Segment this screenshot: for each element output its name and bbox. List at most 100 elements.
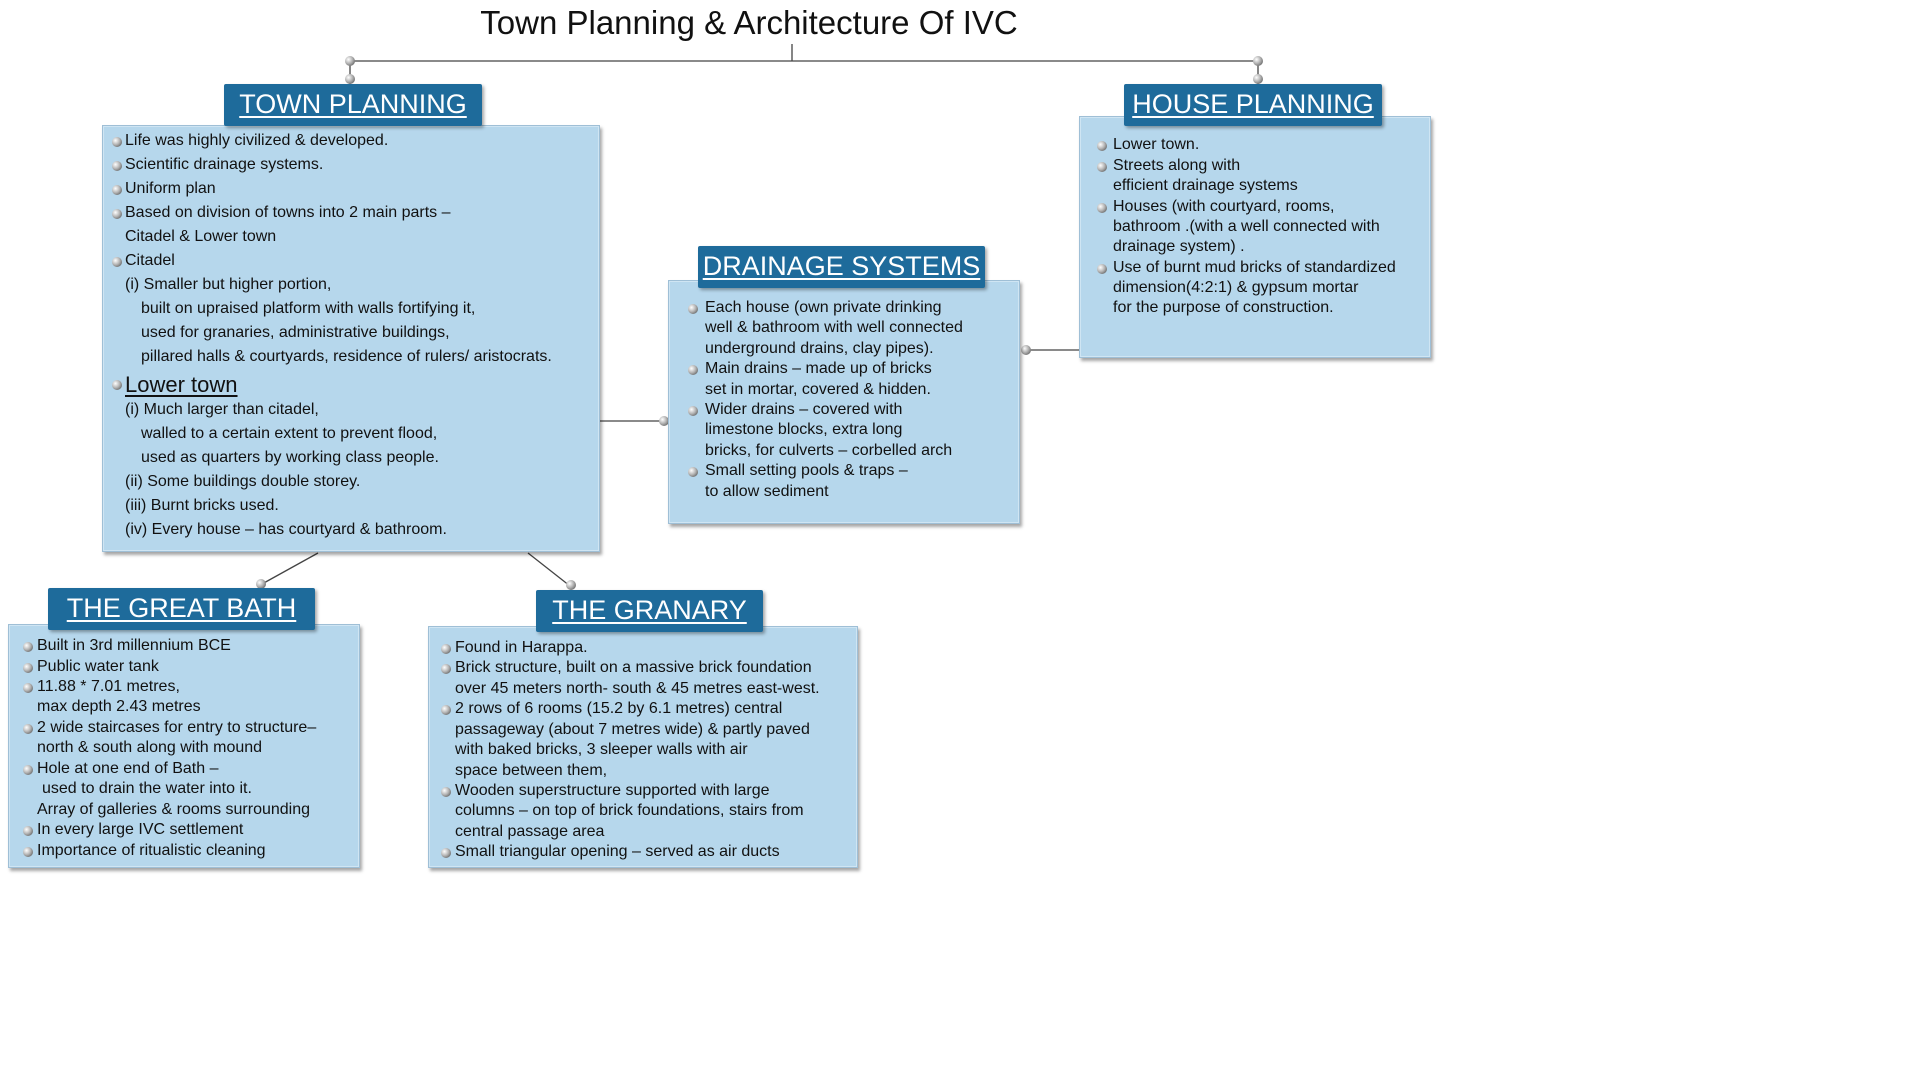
connector-knob (1253, 56, 1263, 66)
granary-line: Found in Harappa. (455, 639, 588, 656)
house-planning-line: Lower town. (1113, 136, 1200, 153)
bullet-icon (441, 705, 451, 715)
granary-line: Brick structure, built on a massive bric… (455, 659, 812, 676)
bullet-icon (23, 663, 33, 673)
house-planning-line: bathroom .(with a well connected with (1113, 218, 1380, 235)
town-planning-heading: TOWN PLANNING (224, 84, 482, 126)
town-planning-line: used for granaries, administrative build… (141, 324, 450, 341)
connector-knob (1253, 74, 1263, 84)
town-planning-line: Uniform plan (125, 180, 216, 197)
drainage-line: to allow sediment (705, 483, 829, 500)
bullet-icon (23, 683, 33, 693)
connector-knob (1021, 345, 1031, 355)
great-bath-line: Built in 3rd millennium BCE (37, 637, 231, 654)
town-planning-line: (i) Smaller but higher portion, (125, 276, 332, 293)
town-planning-line: (iii) Burnt bricks used. (125, 497, 279, 514)
great-bath-line: Importance of ritualistic cleaning (37, 842, 266, 859)
granary-line: Small triangular opening – served as air… (455, 843, 780, 860)
drainage-systems-box: Each house (own private drinking well & … (668, 280, 1020, 524)
bullet-icon (23, 724, 33, 734)
house-planning-line: for the purpose of construction. (1113, 299, 1334, 316)
house-planning-line: Houses (with courtyard, rooms, (1113, 198, 1335, 215)
house-planning-line: Use of burnt mud bricks of standardized (1113, 259, 1396, 276)
bullet-icon (112, 161, 122, 171)
town-planning-subheading: Lower town (125, 372, 238, 397)
bullet-icon (688, 406, 698, 416)
drainage-line: limestone blocks, extra long (705, 421, 903, 438)
drainage-line: well & bathroom with well connected (705, 319, 963, 336)
bullet-icon (688, 304, 698, 314)
great-bath-line: 2 wide staircases for entry to structure… (37, 719, 317, 736)
bullet-icon (1097, 203, 1107, 213)
connector-lines (261, 44, 1259, 587)
granary-line: columns – on top of brick foundations, s… (455, 802, 804, 819)
bullet-icon (688, 365, 698, 375)
great-bath-box: Built in 3rd millennium BCE Public water… (8, 624, 360, 868)
great-bath-line: max depth 2.43 metres (37, 698, 201, 715)
bullet-icon (23, 765, 33, 775)
house-planning-line: dimension(4:2:1) & gypsum mortar (1113, 279, 1359, 296)
drainage-line: underground drains, clay pipes). (705, 340, 934, 357)
bullet-icon (23, 847, 33, 857)
bullet-icon (1097, 141, 1107, 151)
drainage-line: Each house (own private drinking (705, 299, 942, 316)
bullet-icon (112, 137, 122, 147)
bullet-icon (112, 257, 122, 267)
town-planning-line: built on upraised platform with walls fo… (141, 300, 476, 317)
bullet-icon (688, 467, 698, 477)
house-planning-box: Lower town. Streets along with efficient… (1079, 116, 1431, 358)
great-bath-line: Public water tank (37, 658, 159, 675)
connector-knob (256, 579, 266, 589)
bullet-icon (441, 848, 451, 858)
bullet-icon (441, 644, 451, 654)
great-bath-line: In every large IVC settlement (37, 821, 244, 838)
granary-line: with baked bricks, 3 sleeper walls with … (455, 741, 748, 758)
town-planning-line: Life was highly civilized & developed. (125, 132, 389, 149)
connector-knob (345, 56, 355, 66)
granary-line: passageway (about 7 metres wide) & partl… (455, 721, 810, 738)
town-planning-line: (iv) Every house – has courtyard & bathr… (125, 521, 447, 538)
bullet-icon (112, 185, 122, 195)
house-planning-line: drainage system) . (1113, 238, 1245, 255)
drainage-line: Wider drains – covered with (705, 401, 903, 418)
house-planning-heading: HOUSE PLANNING (1124, 84, 1382, 126)
connector-knob (345, 74, 355, 84)
connector-town-to-granary (527, 552, 571, 587)
town-planning-line: Scientific drainage systems. (125, 156, 324, 173)
bullet-icon (1097, 264, 1107, 274)
connector-knob (566, 580, 576, 590)
town-planning-line: walled to a certain extent to prevent fl… (141, 425, 438, 442)
town-planning-line: Citadel (125, 252, 175, 269)
great-bath-line: Array of galleries & rooms surrounding (37, 801, 311, 818)
bullet-icon (112, 380, 122, 390)
town-planning-line: (ii) Some buildings double storey. (125, 473, 361, 490)
bullet-icon (112, 209, 122, 219)
great-bath-line: used to drain the water into it. (42, 780, 252, 797)
great-bath-line: 11.88 * 7.01 metres, (37, 678, 180, 695)
great-bath-line: Hole at one end of Bath – (37, 760, 219, 777)
town-planning-line: Based on division of towns into 2 main p… (125, 204, 451, 221)
drainage-line: Main drains – made up of bricks (705, 360, 932, 377)
bullet-icon (1097, 162, 1107, 172)
great-bath-line: north & south along with mound (37, 739, 263, 756)
granary-line: Wooden superstructure supported with lar… (455, 782, 770, 799)
town-planning-line: used as quarters by working class people… (141, 449, 439, 466)
house-planning-line: Streets along with (1113, 157, 1241, 174)
great-bath-heading: THE GREAT BATH (48, 588, 315, 630)
town-planning-box: Life was highly civilized & developed. S… (102, 125, 600, 552)
granary-line: 2 rows of 6 rooms (15.2 by 6.1 metres) c… (455, 700, 783, 717)
drainage-line: set in mortar, covered & hidden. (705, 381, 931, 398)
granary-box: Found in Harappa. Brick structure, built… (428, 626, 858, 868)
town-planning-line: (i) Much larger than citadel, (125, 401, 319, 418)
house-planning-line: efficient drainage systems (1113, 177, 1298, 194)
connector-knob (659, 416, 669, 426)
granary-line: central passage area (455, 823, 605, 840)
page-title-text: Town Planning & Architecture Of IVC (480, 4, 1018, 41)
page-title: Town Planning & Architecture Of IVC (0, 4, 1568, 42)
granary-line: space between them, (455, 762, 608, 779)
bullet-icon (441, 787, 451, 797)
town-planning-line: pillared halls & courtyards, residence o… (141, 348, 552, 365)
drainage-line: Small setting pools & traps – (705, 462, 908, 479)
bullet-icon (23, 826, 33, 836)
bullet-icon (441, 664, 451, 674)
